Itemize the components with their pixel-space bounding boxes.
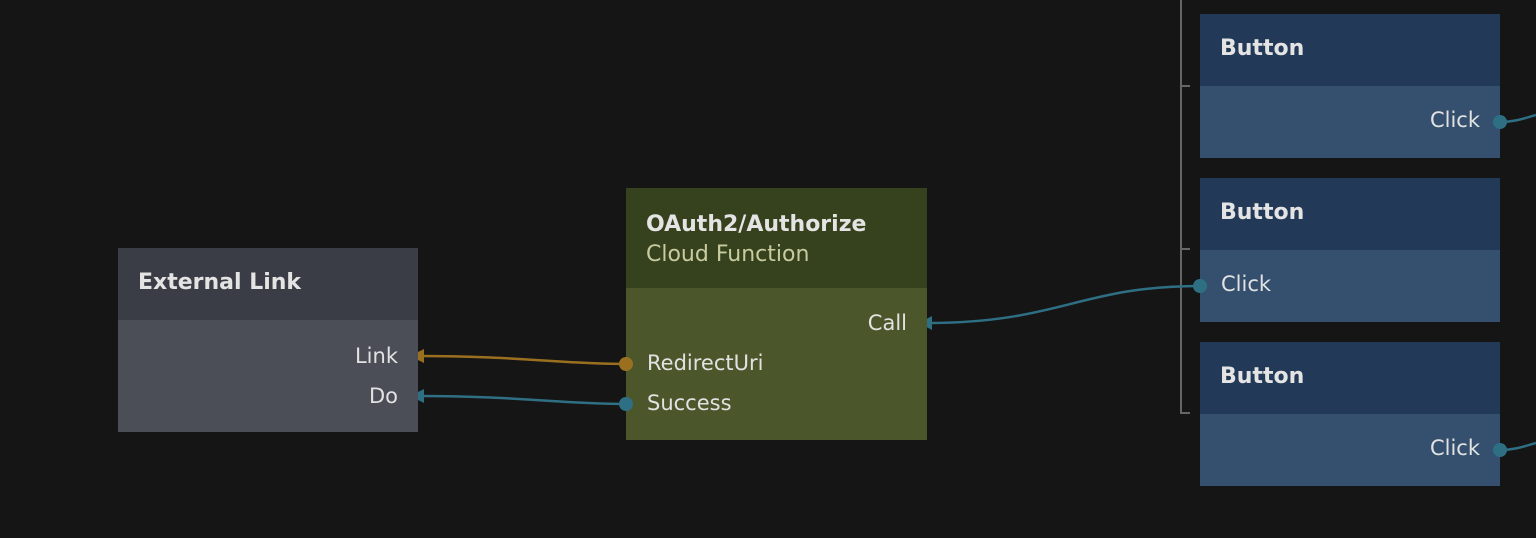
- success-port-dot[interactable]: [619, 397, 633, 411]
- redirecturi-port-dot[interactable]: [619, 357, 633, 371]
- node-title: Button: [1220, 36, 1305, 61]
- port-click[interactable]: Click: [1221, 272, 1272, 296]
- node-header[interactable]: External Link: [118, 248, 418, 320]
- port-redirecturi[interactable]: RedirectUri: [647, 351, 764, 375]
- external-link-node[interactable]: External Link Link Do: [118, 248, 418, 432]
- wire-success-to-do[interactable]: [417, 394, 627, 406]
- node-title: Button: [1220, 364, 1305, 389]
- oauth-authorize-node[interactable]: OAuth2/Authorize Cloud Function Call Red…: [619, 188, 927, 440]
- node-title: OAuth2/Authorize: [646, 212, 867, 237]
- port-call[interactable]: Call: [867, 311, 907, 335]
- node-header[interactable]: Button: [1200, 342, 1500, 414]
- wire-click-to-call[interactable]: [926, 284, 1201, 325]
- port-success[interactable]: Success: [647, 391, 732, 415]
- port-click[interactable]: Click: [1429, 436, 1480, 460]
- node-title: External Link: [138, 270, 302, 295]
- wire-redirecturi-to-link[interactable]: [417, 354, 627, 366]
- click-port-dot[interactable]: [1493, 443, 1507, 457]
- button-node[interactable]: Button Click: [1200, 342, 1507, 486]
- button-node[interactable]: Button Click: [1193, 178, 1500, 322]
- node-header[interactable]: Button: [1200, 178, 1500, 250]
- click-port-dot[interactable]: [1493, 115, 1507, 129]
- node-title: Button: [1220, 200, 1305, 225]
- click-port-dot[interactable]: [1193, 279, 1207, 293]
- node-header[interactable]: Button: [1200, 14, 1500, 86]
- group-bracket: [1180, 0, 1190, 414]
- port-do[interactable]: Do: [368, 384, 398, 408]
- button-node[interactable]: Button Click: [1200, 14, 1507, 158]
- port-link[interactable]: Link: [354, 344, 398, 368]
- node-subtitle: Cloud Function: [646, 242, 810, 267]
- node-header[interactable]: OAuth2/Authorize Cloud Function: [626, 188, 927, 288]
- port-click[interactable]: Click: [1429, 108, 1480, 132]
